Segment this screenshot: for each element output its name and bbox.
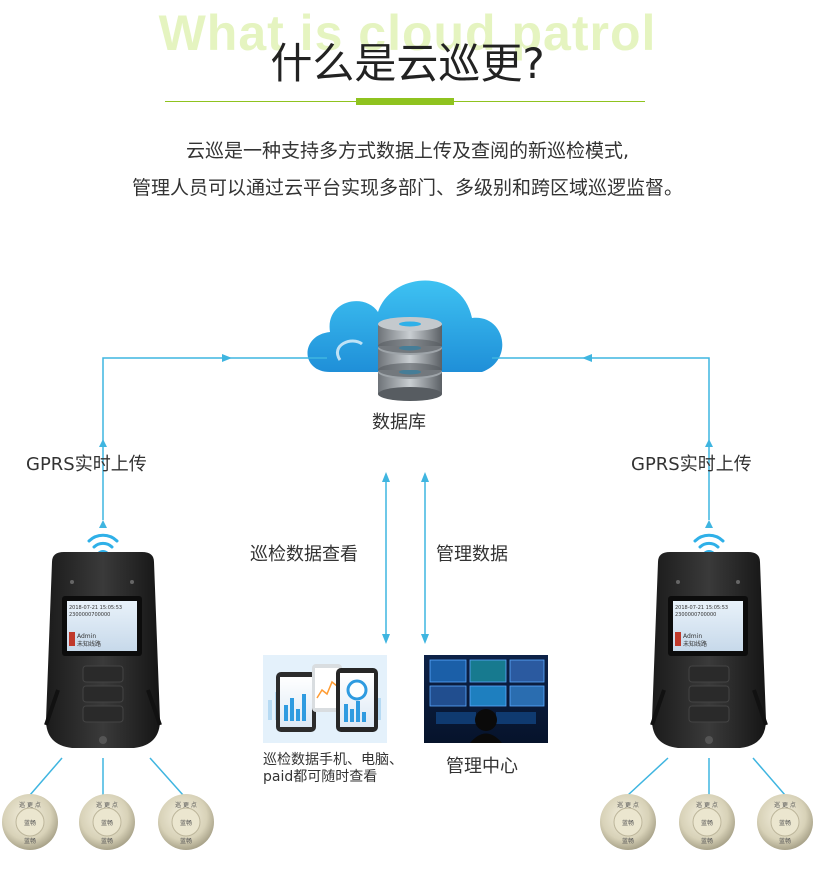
left-screen-code: 2300000700000 (69, 612, 110, 618)
left-arrow-v-bottom-icon (99, 520, 107, 528)
right-screen-status: 未知线路 (683, 640, 707, 648)
left-upload-label: GPRS实时上传 (26, 454, 147, 475)
left-patrol-device (44, 552, 162, 748)
ghost-heading: What is cloud patrol (158, 5, 657, 61)
checkpoint-1-bot: 蓝畅 (24, 837, 36, 845)
intro-line-1: 云巡是一种支持多方式数据上传及查阅的新巡检模式, (185, 140, 630, 162)
checkpoint-1-mid: 蓝畅 (24, 819, 36, 827)
checkpoint-2-mid: 蓝畅 (101, 819, 113, 827)
left-screen-user: Admin (77, 633, 96, 640)
right-patrol-device (650, 552, 768, 748)
right-arrow-v-bottom-icon (705, 520, 713, 528)
left-upload-connector (102, 357, 327, 520)
checkpoint-4-top: 巡 更 点 (617, 801, 639, 809)
checkpoint-2-top: 巡 更 点 (96, 801, 118, 809)
view-data-label: 巡检数据查看 (250, 544, 358, 565)
left-arrow-h-icon (222, 354, 232, 362)
checkpoint-5-mid: 蓝畅 (701, 819, 713, 827)
left-user-icon (69, 632, 75, 646)
right-screen-code: 2300000700000 (675, 612, 716, 618)
checkpoint-4-bot: 蓝畅 (622, 837, 634, 845)
checkpoint-6 (757, 794, 813, 850)
right-upload-connector (492, 357, 710, 520)
left-screen-date: 2018-07-21 15:05:53 (69, 605, 122, 611)
title-accent-bar (356, 98, 454, 105)
checkpoint-5-bot: 蓝畅 (701, 837, 713, 845)
page-title: 什么是云巡更? (270, 39, 545, 88)
left-screen-status: 未知线路 (77, 640, 101, 648)
left-checkpoint-links (29, 757, 184, 796)
checkpoint-2-bot: 蓝畅 (101, 837, 113, 845)
right-screen-date: 2018-07-21 15:05:53 (675, 605, 728, 611)
checkpoint-5 (679, 794, 735, 850)
management-center-image (424, 655, 548, 743)
view-data-arrow (382, 472, 390, 644)
checkpoint-2 (79, 794, 135, 850)
checkpoint-3-top: 巡 更 点 (175, 801, 197, 809)
multi-device-preview (263, 655, 387, 743)
management-center-label: 管理中心 (446, 756, 518, 777)
right-upload-label: GPRS实时上传 (631, 454, 752, 475)
manage-data-arrow (421, 472, 429, 644)
checkpoint-3 (158, 794, 214, 850)
right-user-icon (675, 632, 681, 646)
checkpoint-6-bot: 蓝畅 (779, 837, 791, 845)
checkpoint-4 (600, 794, 656, 850)
right-arrow-h-icon (582, 354, 592, 362)
left-wifi-icon (87, 533, 119, 555)
right-screen-user: Admin (683, 633, 702, 640)
right-arrow-v-top-icon (705, 439, 713, 447)
intro-line-2: 管理人员可以通过云平台实现多部门、多级别和跨区域巡逻监督。 (131, 177, 683, 199)
database-label: 数据库 (372, 412, 426, 433)
right-checkpoint-links (627, 757, 786, 796)
devices-caption-line-2: paid都可随时查看 (263, 769, 378, 785)
checkpoint-1 (2, 794, 58, 850)
devices-caption-line-1: 巡检数据手机、电脑、 (263, 752, 403, 768)
checkpoint-6-mid: 蓝畅 (779, 819, 791, 827)
left-arrow-v-top-icon (99, 439, 107, 447)
checkpoint-3-bot: 蓝畅 (180, 837, 192, 845)
checkpoint-4-mid: 蓝畅 (622, 819, 634, 827)
database-icon (378, 317, 442, 401)
checkpoint-6-top: 巡 更 点 (774, 801, 796, 809)
checkpoint-3-mid: 蓝畅 (180, 819, 192, 827)
right-wifi-icon (693, 533, 725, 555)
checkpoint-5-top: 巡 更 点 (696, 801, 718, 809)
checkpoint-1-top: 巡 更 点 (19, 801, 41, 809)
manage-data-label: 管理数据 (436, 544, 508, 565)
